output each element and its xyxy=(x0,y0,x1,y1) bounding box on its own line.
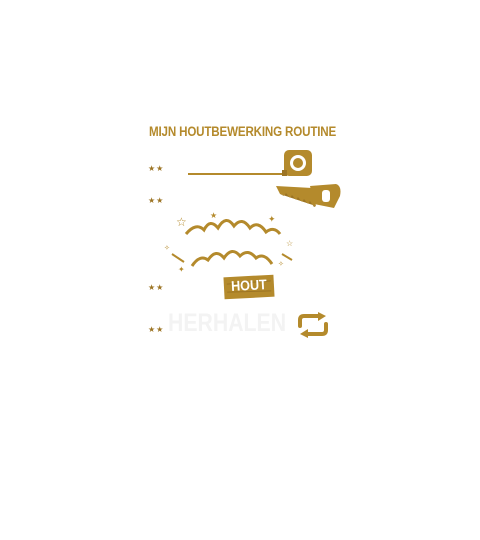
step-4-stars-text: ★★ xyxy=(148,325,165,334)
hammer-impact-icon: ☆ ★ ✦ ✧ ☆ ✦ ✧ xyxy=(164,211,293,274)
step-3-stars: ★★ xyxy=(148,283,164,293)
hout-label: HOUT xyxy=(230,276,268,294)
hout-badge: HOUT xyxy=(222,274,275,301)
svg-text:☆: ☆ xyxy=(286,239,293,248)
herhalen-label: HERHALEN xyxy=(168,309,287,337)
step-2-stars-text: ★★ xyxy=(148,196,165,205)
woodworking-routine-artwork: MIJN HOUTBEWERKING ROUTINE ★★ ★★ ☆ ★ ✦ ✧… xyxy=(140,118,350,388)
repeat-arrows-icon xyxy=(298,312,328,338)
svg-text:☆: ☆ xyxy=(176,215,187,229)
saw-icon xyxy=(276,184,341,208)
design-title: MIJN HOUTBEWERKING ROUTINE xyxy=(149,124,337,139)
step-1-stars: ★★ xyxy=(148,164,164,174)
step-2-stars: ★★ xyxy=(148,196,164,206)
svg-text:✦: ✦ xyxy=(178,265,185,274)
step-3-stars-text: ★★ xyxy=(148,283,165,292)
step-4-stars: ★★ xyxy=(148,325,164,335)
svg-text:✧: ✧ xyxy=(278,260,284,268)
svg-text:★: ★ xyxy=(210,211,217,220)
step-1-stars-text: ★★ xyxy=(148,164,165,173)
svg-text:✦: ✦ xyxy=(268,214,276,224)
tape-measure-icon xyxy=(188,150,312,176)
svg-text:✧: ✧ xyxy=(164,244,170,252)
